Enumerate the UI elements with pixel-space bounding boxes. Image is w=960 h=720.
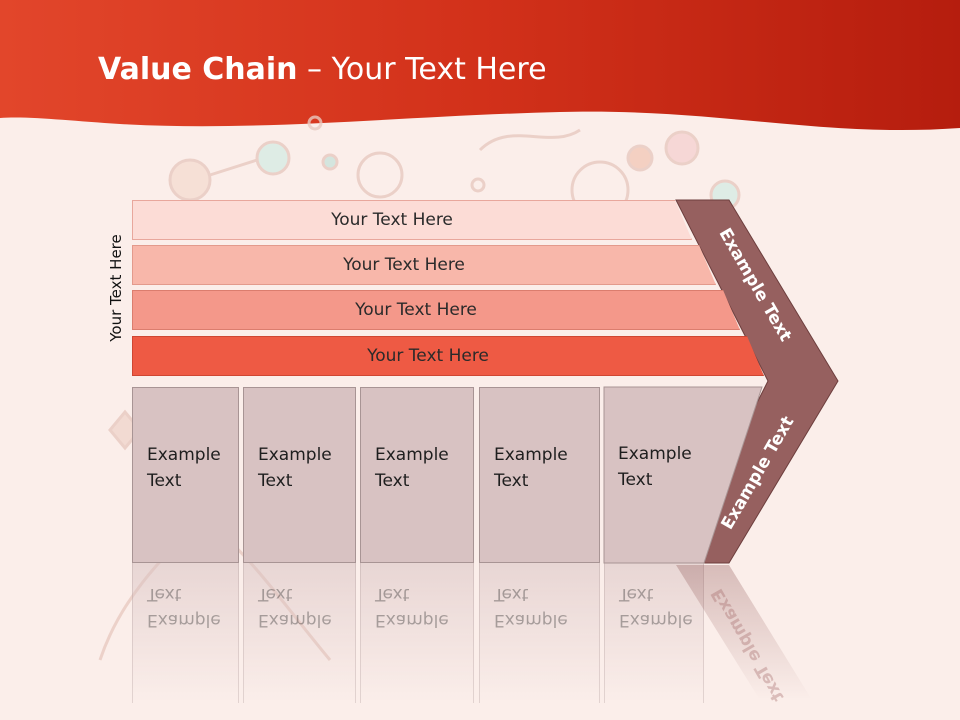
support-bar-4: Your Text Here — [132, 336, 764, 376]
slide-title-rest: – Your Text Here — [297, 52, 547, 87]
slide-title: Value Chain – Your Text Here — [98, 52, 547, 87]
slide-title-bold: Value Chain — [98, 52, 298, 87]
primary-column-2-line1: Example — [258, 445, 332, 465]
primary-column-4-line1: Example — [494, 445, 568, 465]
primary-column-5-line2: Text — [618, 470, 653, 490]
support-bar-2: Your Text Here — [132, 245, 716, 285]
support-bar-4-label: Your Text Here — [367, 346, 489, 366]
support-bar-3-label: Your Text Here — [355, 300, 477, 320]
primary-column-3-line1: Example — [375, 445, 449, 465]
support-bar-1-label: Your Text Here — [331, 210, 453, 230]
primary-column-1-line2: Text — [147, 471, 182, 491]
primary-column-1-line1: Example — [147, 445, 221, 465]
support-bar-3: Your Text Here — [132, 290, 740, 330]
primary-column-2-line2: Text — [258, 471, 293, 491]
support-activities-label: Your Text Here — [107, 234, 125, 342]
header-banner — [0, 0, 960, 131]
primary-column-4-line2: Text — [494, 471, 529, 491]
support-bar-1: Your Text Here — [132, 200, 692, 240]
primary-column-3-line2: Text — [375, 471, 410, 491]
support-bar-2-label: Your Text Here — [343, 255, 465, 275]
primary-column-5-line1: Example — [618, 444, 692, 464]
